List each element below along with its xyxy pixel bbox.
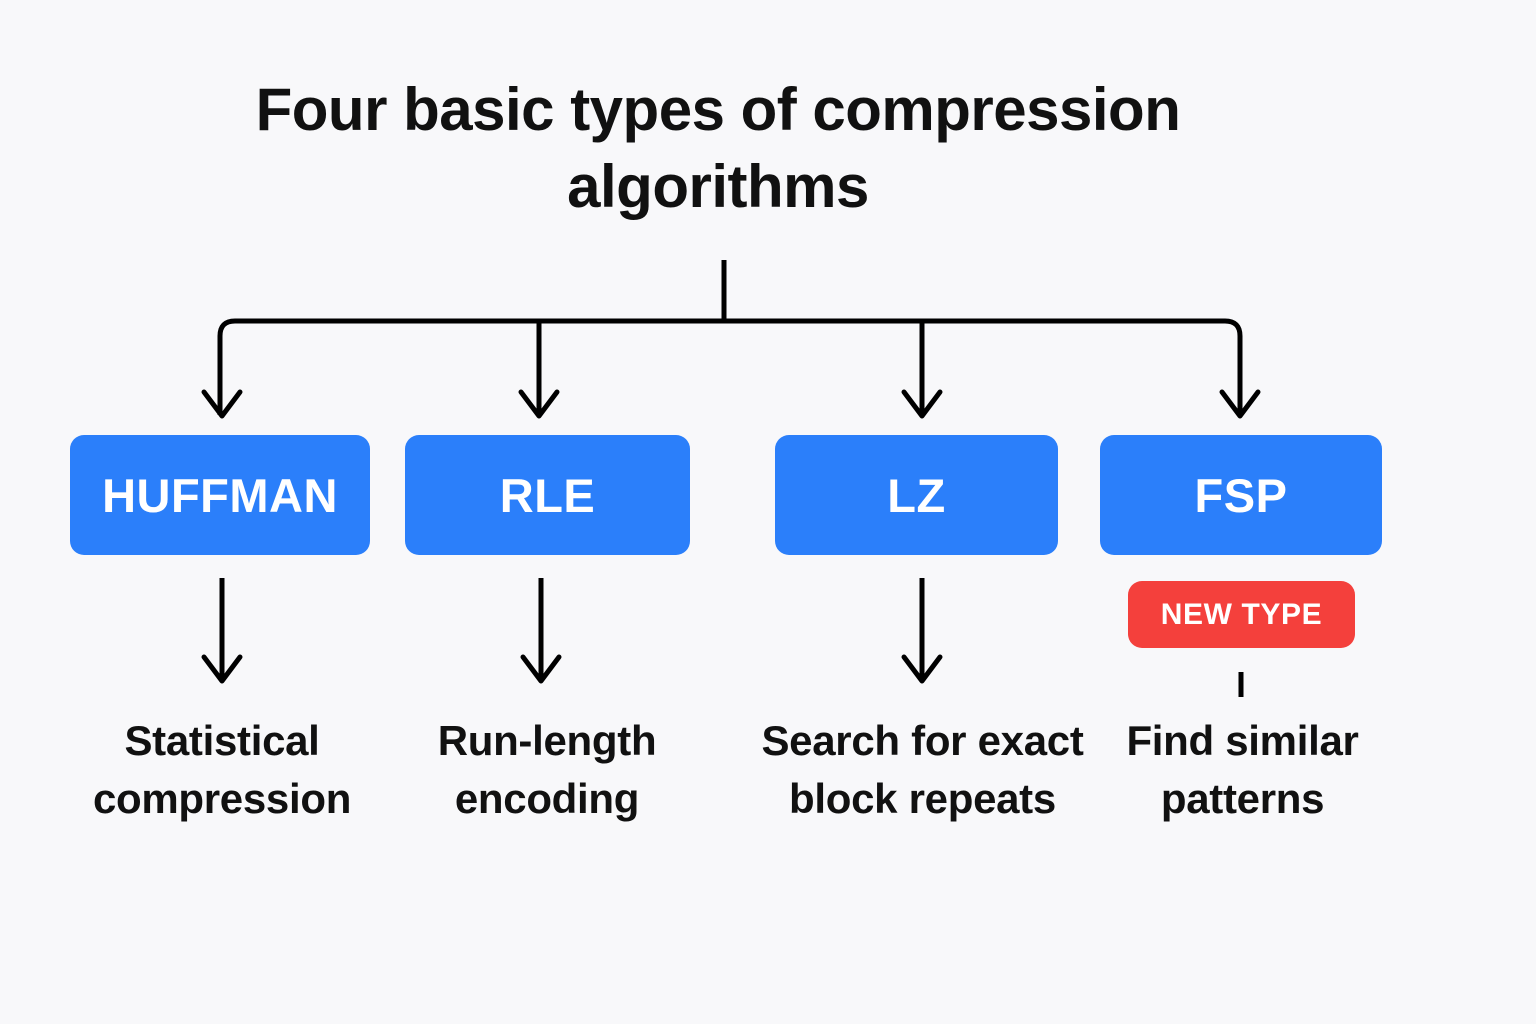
algo-box-label: HUFFMAN	[102, 468, 338, 522]
description-huffman: Statistical compression	[92, 717, 352, 822]
algo-box-rle[interactable]: RLE	[405, 435, 690, 555]
new-type-badge-label: NEW TYPE	[1160, 597, 1323, 631]
algo-box-lz[interactable]: LZ	[775, 435, 1058, 555]
description-fsp: Find similar patterns	[1126, 717, 1359, 822]
description-lz: Search for exact block repeats	[761, 717, 1084, 822]
description-rle: Run-length encoding	[437, 717, 657, 822]
algo-box-label: LZ	[887, 468, 946, 522]
algo-box-fsp[interactable]: FSP	[1100, 435, 1382, 555]
new-type-badge: NEW TYPE	[1128, 581, 1355, 648]
page-title: Four basic types of compression algorith…	[255, 76, 1181, 220]
algo-box-huffman[interactable]: HUFFMAN	[70, 435, 370, 555]
algo-box-label: FSP	[1194, 468, 1288, 522]
algo-box-label: RLE	[499, 468, 596, 522]
